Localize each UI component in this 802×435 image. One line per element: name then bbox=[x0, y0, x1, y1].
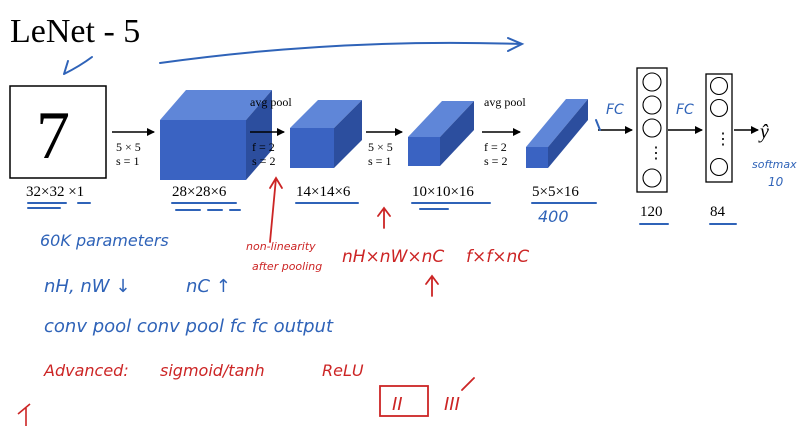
input-dims-label: 32×32 ×1 bbox=[26, 184, 84, 200]
conv2-volume bbox=[408, 101, 474, 166]
fc1-arrow-label: FC bbox=[606, 102, 624, 118]
output-symbol: ŷ bbox=[758, 121, 769, 143]
pool2-dims-label: 5×5×16 bbox=[532, 184, 579, 200]
fc1-ellipsis: ⋮ bbox=[648, 145, 664, 162]
fc2-column bbox=[705, 73, 733, 183]
red-ink-marks bbox=[269, 176, 475, 417]
red-corner-mark bbox=[17, 403, 31, 426]
fc1-size-label: 120 bbox=[640, 204, 663, 220]
channel-formula-note: nH×nW×nC bbox=[342, 247, 444, 267]
roman-ii-note: II bbox=[392, 394, 403, 415]
op4-line1: f = 2 bbox=[484, 140, 507, 154]
filter-formula-note: f×f×nC bbox=[466, 247, 529, 267]
op2-line2: s = 2 bbox=[252, 154, 275, 168]
pattern-note: conv pool conv pool fc fc output bbox=[44, 316, 334, 337]
pool2-volume bbox=[526, 99, 588, 168]
output-note-softmax: softmax bbox=[752, 158, 797, 171]
output-note-10: 10 bbox=[768, 175, 784, 189]
nc-note: nC ↑ bbox=[186, 276, 231, 297]
nonlinearity-note: non-linearity bbox=[246, 240, 316, 253]
op3-line2: s = 1 bbox=[368, 154, 391, 168]
blue-ink-marks bbox=[27, 37, 737, 225]
fc2-size-label: 84 bbox=[710, 204, 726, 220]
op2-line1: f = 2 bbox=[252, 140, 275, 154]
pool1-dims-label: 14×14×6 bbox=[296, 184, 351, 200]
flat-count-annotation: 400 bbox=[538, 207, 569, 226]
fc2-ellipsis: ⋮ bbox=[715, 131, 731, 148]
after-pooling-note: after pooling bbox=[252, 260, 322, 273]
input-image-frame bbox=[9, 85, 107, 179]
advanced-note: Advanced: bbox=[43, 361, 129, 380]
op1-line2: s = 1 bbox=[116, 154, 139, 168]
fc1-column bbox=[636, 67, 668, 193]
page-title: LeNet - 5 bbox=[10, 13, 140, 50]
activations-note: sigmoid/tanh bbox=[160, 361, 265, 380]
op3-line1: 5 × 5 bbox=[368, 140, 393, 154]
conv2-dims-label: 10×10×16 bbox=[412, 184, 474, 200]
fc2-arrow-label: FC bbox=[676, 102, 694, 118]
conv1-dims-label: 28×28×6 bbox=[172, 184, 227, 200]
op4-line2: s = 2 bbox=[484, 154, 507, 168]
op2-top: avg pool bbox=[250, 95, 292, 109]
relu-note: ReLU bbox=[322, 361, 364, 380]
params-note: 60K parameters bbox=[40, 231, 169, 250]
pool1-volume bbox=[290, 100, 362, 168]
conv1-volume bbox=[160, 90, 272, 180]
input-digit: 7 bbox=[36, 97, 70, 173]
op1-line1: 5 × 5 bbox=[116, 140, 141, 154]
roman-iii-note: III bbox=[444, 394, 460, 415]
nh-nw-note: nH, nW ↓ bbox=[44, 276, 130, 297]
op4-top: avg pool bbox=[484, 95, 526, 109]
